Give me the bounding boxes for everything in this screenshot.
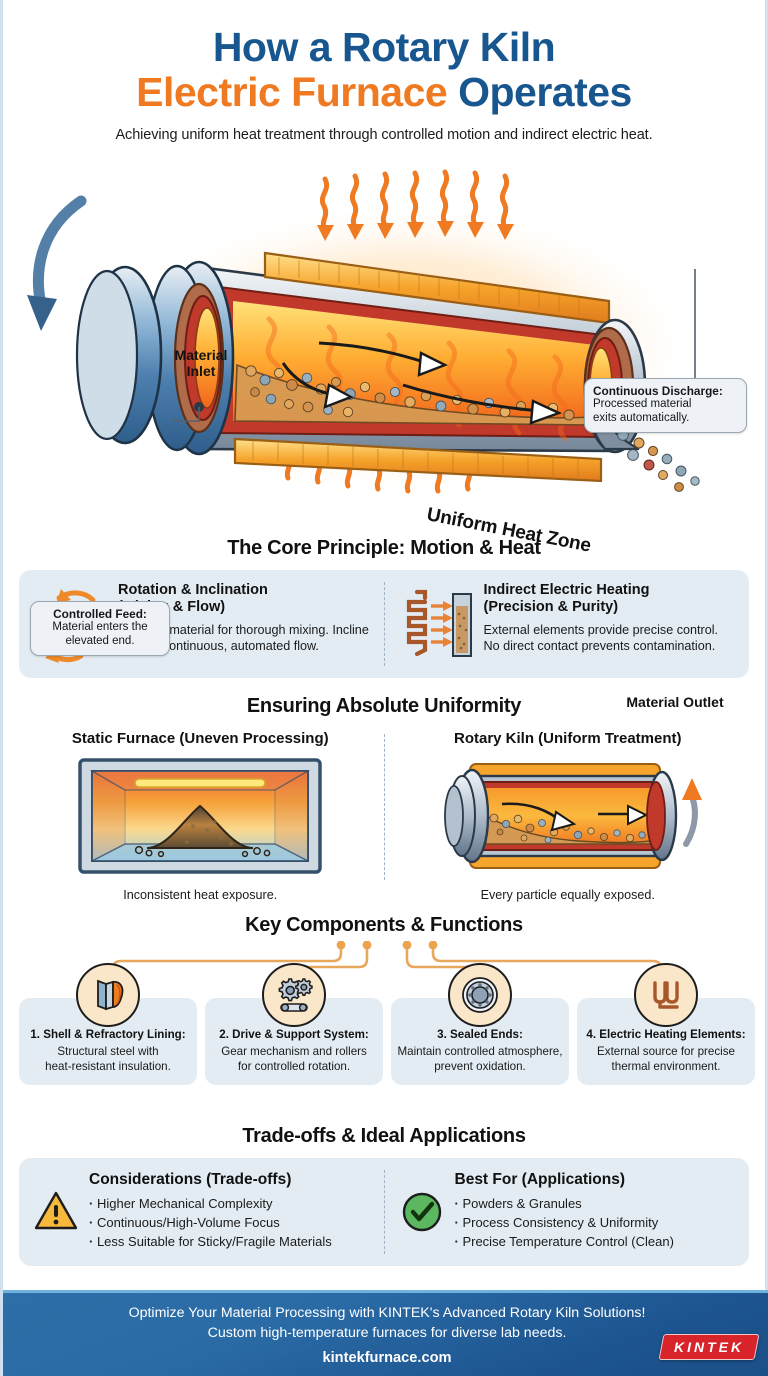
core-principle-heating-body: Indirect Electric Heating (Precision & P…: [484, 582, 738, 666]
gears-icon: [262, 962, 326, 1027]
key-component-4-title: 4. Electric Heating Elements:: [586, 1027, 746, 1041]
key-component-card-3: 3. Sealed Ends: Maintain controlled atmo…: [391, 962, 569, 1085]
static-furnace-title: Static Furnace (Uneven Processing): [71, 729, 329, 747]
uniformity-divider: [383, 733, 385, 880]
page-title-line1: How a Rotary Kiln: [212, 24, 556, 70]
key-component-2-desc: Gear mechanism and rollers for controlle…: [211, 1044, 377, 1074]
uniformity-heading: Ensuring Absolute Uniformity: [246, 694, 522, 717]
check-circle-icon: [399, 1171, 445, 1252]
key-component-4-desc-l1: External source for precise: [597, 1045, 735, 1059]
kintek-logo-text: KINTEK: [673, 1339, 744, 1355]
tradeoffs-considerations-title: Considerations (Trade-offs): [89, 1170, 292, 1188]
callout-discharge-line1: Processed material: [593, 398, 692, 411]
callout-controlled-feed: Controlled Feed: Material enters the ele…: [30, 600, 170, 656]
key-component-3-desc: Maintain controlled atmosphere, prevent …: [397, 1044, 563, 1074]
rotary-kiln-title: Rotary Kiln (Uniform Treatment): [453, 729, 682, 747]
tradeoffs-considerations: Considerations (Trade-offs) Higher Mecha…: [19, 1158, 384, 1266]
uniformity-static-furnace: Static Furnace (Uneven Processing): [19, 724, 382, 902]
key-component-3-desc-l1: Maintain controlled atmosphere,: [397, 1045, 563, 1059]
tradeoffs-panel: Considerations (Trade-offs) Higher Mecha…: [19, 1157, 750, 1266]
list-item: Continuous/High-Volume Focus: [89, 1213, 332, 1232]
tradeoffs-best-for: Best For (Applications) Powders & Granul…: [385, 1158, 750, 1266]
uniformity-comparison: Static Furnace (Uneven Processing): [19, 724, 749, 902]
tradeoffs-divider: [383, 1169, 385, 1254]
static-furnace-icon: [23, 756, 378, 881]
key-component-1-desc: Structural steel with heat-resistant ins…: [25, 1044, 191, 1074]
footer-line2: Custom high-temperature furnaces for div…: [207, 1324, 567, 1341]
key-component-3-desc-l2: prevent oxidation.: [434, 1060, 526, 1074]
key-components-row: 1. Shell & Refractory Lining: Structural…: [19, 962, 755, 1085]
rotary-kiln-diagram: Uniform Heat Zone Material Inlet Materia…: [3, 149, 768, 710]
uniformity-rotary-kiln: Rotary Kiln (Uniform Treatment): [387, 724, 750, 902]
key-component-2-title: 2. Drive & Support System:: [219, 1027, 369, 1041]
material-inlet-line1: Material: [174, 346, 228, 363]
key-component-4-desc: External source for precise thermal envi…: [583, 1044, 749, 1074]
key-component-card-4: 4. Electric Heating Elements: External s…: [577, 962, 755, 1085]
tradeoffs-best-for-list: Powders & Granules Process Consistency &…: [455, 1194, 674, 1252]
core-principle-rotation-title-l1: Rotation & Inclination: [118, 581, 268, 598]
page-title-highlight: Electric Furnace: [136, 69, 448, 116]
key-components-section: Key Components & Functions: [3, 914, 765, 1119]
key-component-1-desc-l2: heat-resistant insulation.: [45, 1060, 171, 1074]
kiln-illustration: [27, 169, 703, 499]
shell-lining-icon: [76, 962, 140, 1027]
warning-triangle-icon: [33, 1171, 79, 1252]
list-item: Precise Temperature Control (Clean): [455, 1232, 673, 1251]
callout-continuous-discharge: Continuous Discharge: Processed material…: [584, 377, 747, 433]
callout-feed-line2: elevated end.: [65, 634, 135, 647]
core-principle-heating-title-l1: Indirect Electric Heating: [483, 581, 650, 598]
core-principle-heading: The Core Principle: Motion & Heat: [227, 536, 541, 559]
key-components-heading: Key Components & Functions: [245, 913, 523, 936]
callout-discharge-title: Continuous Discharge:: [593, 383, 723, 398]
key-component-1-desc-l1: Structural steel with: [57, 1045, 159, 1059]
core-principle-heating-text: External elements provide precise contro…: [483, 622, 719, 654]
callout-feed-title: Controlled Feed:: [53, 606, 147, 621]
footer-line1: Optimize Your Material Processing with K…: [128, 1305, 646, 1321]
callout-feed-line1: Material enters the: [52, 621, 148, 634]
key-component-2-desc-l2: for controlled rotation.: [237, 1060, 351, 1074]
callout-discharge-line2: exits automatically.: [593, 411, 690, 424]
page-title-line2: Electric Furnace Operates: [27, 71, 741, 114]
tradeoffs-considerations-body: Considerations (Trade-offs) Higher Mecha…: [89, 1171, 332, 1252]
key-component-1-title: 1. Shell & Refractory Lining:: [30, 1027, 186, 1041]
material-inlet-line2: Inlet: [186, 363, 216, 379]
tradeoffs-best-for-title: Best For (Applications): [454, 1170, 626, 1188]
core-principle-divider: [383, 581, 385, 666]
page-footer: Optimize Your Material Processing with K…: [3, 1290, 768, 1376]
static-furnace-caption: Inconsistent heat exposure.: [123, 887, 278, 902]
key-component-card-2: 2. Drive & Support System: Gear mechanis…: [205, 962, 383, 1085]
key-component-2-desc-l1: Gear mechanism and rollers: [221, 1045, 367, 1059]
rotary-kiln-caption: Every particle equally exposed.: [480, 887, 655, 902]
tradeoffs-section: Trade-offs & Ideal Applications Consider…: [3, 1125, 765, 1266]
key-component-3-title: 3. Sealed Ends:: [437, 1027, 523, 1041]
seal-flange-icon: [448, 962, 512, 1027]
heating-element-icon: [634, 962, 698, 1027]
core-principle-item-heating: Indirect Electric Heating (Precision & P…: [385, 570, 750, 678]
list-item: Process Consistency & Uniformity: [455, 1213, 674, 1232]
list-item: Powders & Granules: [455, 1194, 674, 1213]
key-component-card-1: 1. Shell & Refractory Lining: Structural…: [19, 962, 197, 1085]
tradeoffs-best-for-body: Best For (Applications) Powders & Granul…: [455, 1171, 674, 1252]
key-components-wrap: 1. Shell & Refractory Lining: Structural…: [3, 940, 765, 1119]
list-item: Higher Mechanical Complexity: [89, 1194, 332, 1213]
page-header: How a Rotary Kiln Electric Furnace Opera…: [3, 0, 765, 143]
footer-url[interactable]: kintekfurnace.com: [322, 1350, 452, 1367]
material-outlet-label: Material Outlet: [626, 693, 724, 710]
rotary-kiln-icon: [391, 756, 746, 881]
key-component-4-desc-l2: thermal environment.: [611, 1060, 721, 1074]
page-subtitle: Achieving uniform heat treatment through…: [115, 126, 653, 143]
uniformity-section: Ensuring Absolute Uniformity Static Furn…: [3, 695, 765, 902]
core-principle-heating-title-l2: (Precision & Purity): [483, 599, 619, 616]
tradeoffs-considerations-list: Higher Mechanical Complexity Continuous/…: [89, 1194, 332, 1252]
page-title-line2-rest: Operates: [458, 69, 632, 116]
tradeoffs-heading: Trade-offs & Ideal Applications: [242, 1124, 526, 1147]
kintek-logo[interactable]: KINTEK: [658, 1334, 760, 1360]
material-inlet-label: Material Inlet: [151, 347, 251, 379]
heating-coil-icon: [395, 582, 475, 666]
list-item: Less Suitable for Sticky/Fragile Materia…: [89, 1232, 332, 1251]
